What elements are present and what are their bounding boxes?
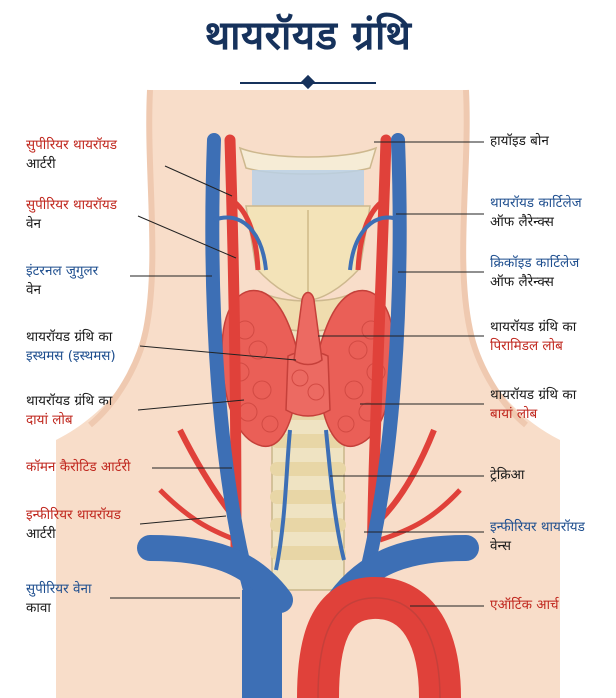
right-superior-thyroid-vein [213,215,268,271]
label-thyroid-cartilage: थायरॉयड कार्टिलेज ऑफ लैरेन्क्स [490,195,582,230]
neck-shadow [88,89,156,428]
label-thyroid-pyramidal-lobe: थायरॉयड ग्रंथि का पिरामिडल लोब [490,319,577,354]
right-superior-thyroid-artery [230,197,261,271]
thyrohyoid-membrane [252,170,364,206]
leader-lines-right [318,141,484,607]
label-internal-jugular-vein: इंटरनल जुगुलर वेन [26,263,99,298]
label-thyroid-isthmus: थायरॉयड ग्रंथि का इस्थमस (इस्थमस) [26,329,116,364]
label-inferior-thyroid-artery: इन्फीरियर थायरॉयड आर्टरी [26,507,121,542]
label-aortic-arch: एऑर्टिक आर्च [490,597,559,613]
left-superior-thyroid-vein [348,215,401,271]
right-internal-jugular-vein [205,133,257,597]
label-thyroid-left-lobe: थायरॉयड ग्रंथि का बायां लोब [490,387,577,422]
page-title: थायरॉयड ग्रंथि [204,13,412,59]
left-inferior-thyroid-artery [377,428,437,523]
label-superior-thyroid-vein: सुपीरियर थायरॉयड वेन [26,197,117,232]
label-common-carotid-artery: कॉमन कैरोटिड आर्टरी [26,459,131,475]
label-superior-thyroid-artery: सुपीरियर थायरॉयड आर्टरी [26,137,117,172]
label-cricoid-cartilage: क्रिकॉइड कार्टिलेज ऑफ लैरेन्क्स [490,255,580,290]
left-internal-jugular-vein [355,133,407,597]
leader-lines-left [110,165,297,599]
thyroid-right-lobe [221,289,301,447]
label-thyroid-right-lobe: थायरॉयड ग्रंथि का दायां लोब [26,393,113,428]
thyroid-pyramidal-lobe [293,291,323,366]
label-trachea: ट्रेक्रिआ [490,467,525,483]
inferior-thyroid-veins [274,429,346,571]
left-subclavian-branch [379,488,462,543]
label-superior-vena-cava: सुपीरियर वेना कावा [26,581,92,616]
right-subclavian-branch [158,488,237,543]
label-inferior-thyroid-veins: इन्फीरियर थायरॉयड वेन्स [490,519,585,554]
left-superior-thyroid-artery [355,197,386,271]
label-hyoid-bone: हायॉइड बोन [490,133,549,149]
